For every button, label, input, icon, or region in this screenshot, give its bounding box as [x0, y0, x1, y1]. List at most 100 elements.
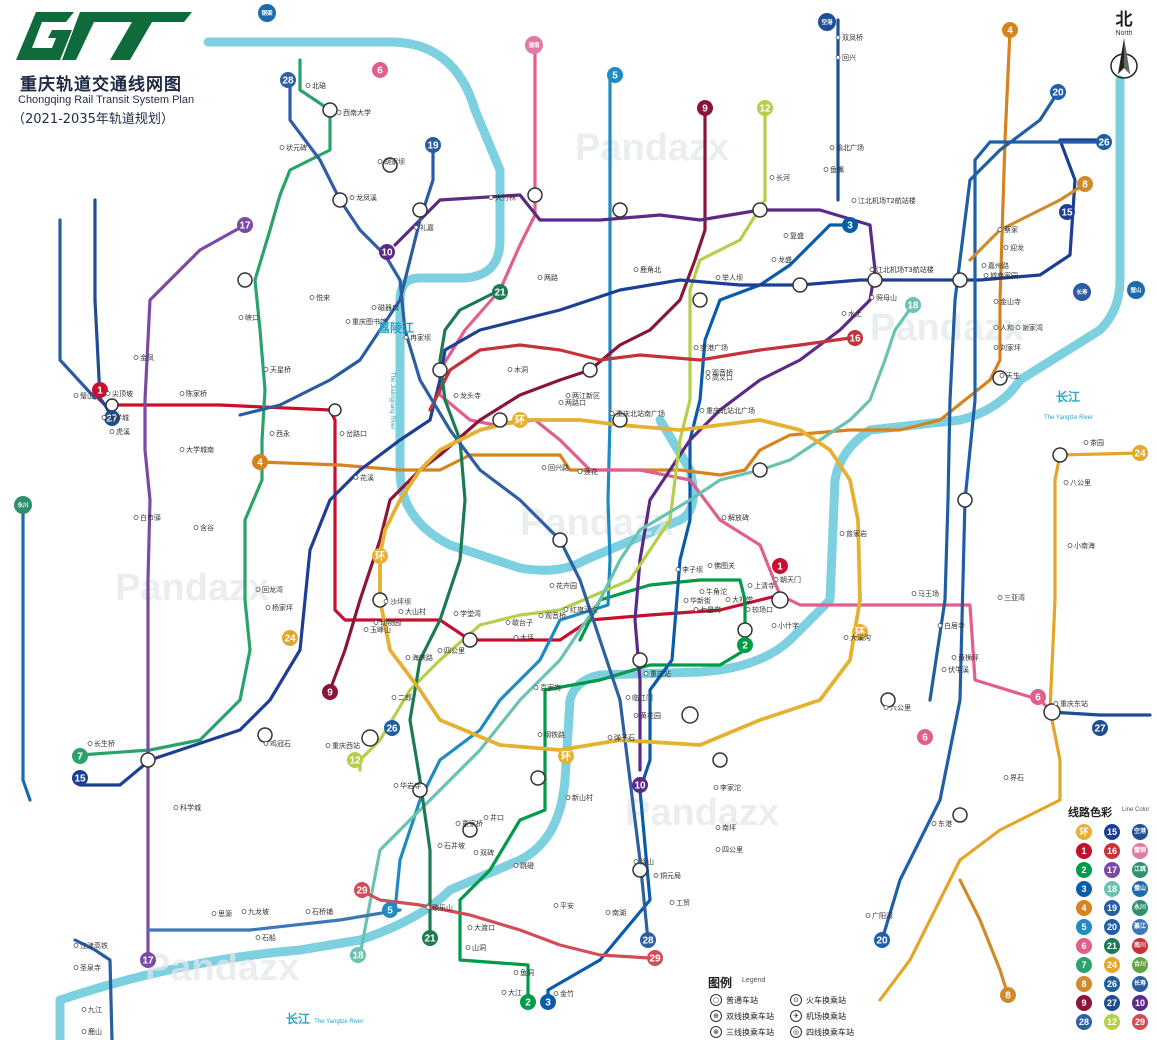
station-label[interactable]: 七星岗: [700, 605, 721, 614]
line-badge[interactable]: 18: [905, 297, 921, 313]
station-label[interactable]: 弹子石: [614, 733, 635, 742]
line-badge[interactable]: 4: [252, 454, 268, 470]
transfer-station-marker[interactable]: [867, 272, 883, 288]
line-badge[interactable]: 铜梁: [258, 4, 276, 22]
station-label[interactable]: 长生桥: [94, 739, 115, 748]
station-label[interactable]: 水土: [848, 309, 862, 318]
station-label[interactable]: 鱼洞: [520, 968, 534, 977]
line-badge[interactable]: 1: [92, 382, 108, 398]
line-badge[interactable]: 10: [632, 777, 648, 793]
transfer-station-marker[interactable]: [752, 202, 768, 218]
station-label[interactable]: 杨家坪: [272, 603, 293, 612]
station-label[interactable]: 重庆图书馆: [352, 317, 387, 326]
transfer-station-marker[interactable]: [612, 202, 628, 218]
station-label[interactable]: 北碚: [312, 81, 326, 90]
line-badge[interactable]: 18: [350, 947, 366, 963]
station-label[interactable]: 朝天门: [780, 575, 801, 584]
station-label[interactable]: 学堂湾: [460, 609, 481, 618]
line-badge[interactable]: 3: [540, 994, 556, 1010]
transfer-station-marker[interactable]: [361, 729, 379, 747]
transfer-station-marker[interactable]: [681, 706, 699, 724]
line-badge[interactable]: 8: [1000, 987, 1016, 1003]
station-label[interactable]: 南湖: [612, 908, 626, 917]
station-label[interactable]: 长河: [776, 173, 790, 182]
station-label[interactable]: 嘉州路: [988, 261, 1009, 270]
station-label[interactable]: 复盛: [790, 231, 804, 240]
station-label[interactable]: 新山村: [572, 793, 593, 802]
line-badge[interactable]: 29: [354, 882, 370, 898]
station-label[interactable]: 状元碑: [286, 143, 307, 152]
station-label[interactable]: 金竹: [560, 989, 574, 998]
transfer-station-marker[interactable]: [237, 272, 253, 288]
line-badge[interactable]: 17: [140, 952, 156, 968]
line-badge[interactable]: 潼南: [525, 36, 543, 54]
station-label[interactable]: 四公里: [444, 647, 465, 655]
station-label[interactable]: 工贸: [676, 898, 690, 907]
station-label[interactable]: 四公里: [722, 846, 743, 854]
transfer-station-marker[interactable]: [692, 292, 708, 308]
line-badge[interactable]: 24: [282, 630, 298, 646]
line-badge[interactable]: 环: [372, 548, 388, 564]
station-label[interactable]: 李家沱: [720, 783, 741, 792]
station-label[interactable]: 冉家坝: [410, 333, 431, 342]
station-label[interactable]: 李子坝: [682, 565, 703, 574]
transfer-station-marker[interactable]: [412, 202, 428, 218]
station-label[interactable]: 龙盛: [778, 255, 792, 264]
transfer-station-marker[interactable]: [737, 622, 753, 638]
station-label[interactable]: 两路口: [565, 398, 586, 407]
line-badge[interactable]: 6: [917, 729, 933, 745]
station-label[interactable]: 人和: [1000, 323, 1014, 332]
station-label[interactable]: 歇台子: [512, 618, 533, 627]
station-label[interactable]: 较场口: [752, 605, 773, 614]
station-label[interactable]: 石井坡: [444, 841, 465, 850]
station-label[interactable]: 涂山: [640, 857, 654, 866]
transfer-station-marker[interactable]: [140, 752, 156, 768]
station-label[interactable]: 鱼嘴: [830, 165, 844, 174]
station-label[interactable]: 小南海: [1074, 541, 1095, 550]
station-label[interactable]: 江北机场T2航站楼: [858, 196, 916, 205]
station-label[interactable]: 小什字: [778, 621, 799, 630]
station-label[interactable]: 峡口: [245, 313, 259, 322]
transfer-station-marker[interactable]: [322, 102, 338, 118]
transfer-station-marker[interactable]: [752, 462, 768, 478]
line-badge[interactable]: 20: [1050, 84, 1066, 100]
station-label[interactable]: 金凤: [140, 353, 154, 362]
station-label[interactable]: 黄花园: [640, 711, 661, 720]
station-label[interactable]: 观音桥: [712, 368, 733, 377]
station-label[interactable]: 袁家岗: [540, 683, 561, 692]
transfer-station-marker[interactable]: [632, 652, 648, 668]
station-label[interactable]: 磁器口: [378, 303, 399, 312]
station-label[interactable]: 白居寺: [944, 621, 965, 630]
line-badge[interactable]: 空港: [818, 13, 836, 31]
station-label[interactable]: 重庆东站: [1060, 699, 1088, 708]
station-label[interactable]: 陈家桥: [186, 389, 207, 398]
station-label[interactable]: 鸡冠石: [270, 739, 291, 748]
station-label[interactable]: 上清寺: [754, 581, 775, 590]
line-badge[interactable]: 21: [422, 930, 438, 946]
transfer-station-marker[interactable]: [1043, 703, 1061, 721]
station-label[interactable]: 双凤桥: [842, 33, 863, 42]
line-badge[interactable]: 环: [852, 624, 868, 640]
station-label[interactable]: 重庆北站北广场: [706, 406, 755, 415]
line-badge[interactable]: 29: [647, 950, 663, 966]
transfer-station-marker[interactable]: [492, 412, 508, 428]
station-label[interactable]: 江北机场T3航站楼: [876, 265, 934, 274]
station-label[interactable]: 高义口: [712, 373, 733, 382]
station-label[interactable]: 观音桥: [545, 611, 566, 620]
line-badge[interactable]: 20: [874, 932, 890, 948]
station-label[interactable]: 照母山: [876, 293, 897, 302]
station-label[interactable]: 大江: [508, 988, 522, 997]
transfer-station-marker[interactable]: [952, 807, 968, 823]
station-label[interactable]: 虎溪: [116, 427, 130, 436]
transfer-station-marker[interactable]: [462, 822, 478, 838]
station-label[interactable]: 石桥铺: [312, 907, 333, 916]
station-label[interactable]: 花卉园: [556, 581, 577, 590]
line-badge[interactable]: 26: [1096, 134, 1112, 150]
station-label[interactable]: 二郎: [398, 693, 412, 702]
transfer-station-marker[interactable]: [462, 632, 478, 648]
transfer-station-marker[interactable]: [992, 370, 1008, 386]
station-label[interactable]: 蔡家: [1004, 225, 1018, 234]
station-label[interactable]: 华新街: [690, 596, 711, 605]
transfer-station-marker[interactable]: [612, 412, 628, 428]
line-badge[interactable]: 1: [772, 558, 788, 574]
